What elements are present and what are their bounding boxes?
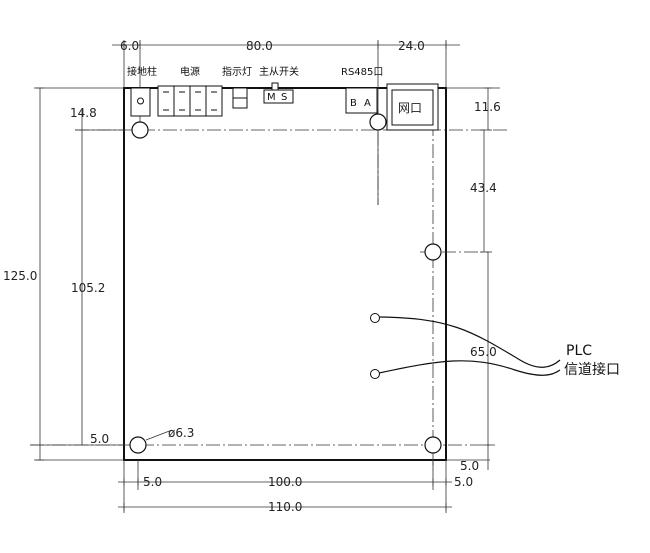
indicator-light (232, 87, 248, 109)
dim-bottom-right-offset: 5.0 (454, 475, 473, 489)
dim-hole-diameter: ø6.3 (168, 426, 194, 440)
mounting-hole-bottom-left (129, 436, 147, 454)
dim-right-top: 11.6 (474, 100, 501, 114)
mounting-hole-bottom-right (424, 436, 442, 454)
power-terminal (157, 85, 223, 117)
plc-pin-2 (370, 369, 380, 379)
plc-label: PLC (566, 343, 592, 359)
mounting-hole-right (424, 243, 442, 261)
switch-label: 主从开关 (259, 65, 299, 78)
dim-left-total-height: 125.0 (3, 269, 37, 283)
plc-wires (378, 316, 561, 376)
board-outline (123, 87, 447, 461)
ground-post-label: 接地柱 (127, 65, 157, 78)
dim-top-right-span: 24.0 (398, 39, 425, 53)
switch-label-s: S (281, 92, 287, 103)
dim-left-bottom: 5.0 (90, 432, 109, 446)
master-slave-switch (263, 82, 294, 104)
dim-right-plc: 65.0 (470, 345, 497, 359)
rs485-label-a: A (364, 98, 371, 109)
dim-bottom-total-width: 110.0 (268, 500, 302, 514)
indicator-label: 指示灯 (222, 65, 252, 78)
network-port-label: 网口 (398, 101, 422, 115)
dim-top-span: 80.0 (246, 39, 273, 53)
rs485-port (345, 87, 378, 114)
rs485-label: RS485口 (341, 67, 383, 78)
mounting-hole-top-right (369, 113, 387, 131)
mounting-hole-top-left (131, 121, 149, 139)
ground-post (130, 87, 151, 117)
plc-interface-label: 信道接口 (564, 361, 620, 378)
dim-right-bottom: 5.0 (460, 459, 479, 473)
plc-pin-1 (370, 313, 380, 323)
rs485-label-b: B (350, 98, 357, 109)
switch-label-m: M (267, 92, 276, 103)
dim-bottom-left-offset: 5.0 (143, 475, 162, 489)
network-port (386, 83, 439, 131)
dim-bottom-span: 100.0 (268, 475, 302, 489)
dim-top-left-offset: 6.0 (120, 39, 139, 53)
dim-left-top: 14.8 (70, 106, 97, 120)
dim-left-inner-height: 105.2 (71, 281, 105, 295)
dim-right-mid: 43.4 (470, 181, 497, 195)
ground-post-hole (137, 97, 144, 105)
diameter-leader (145, 429, 173, 441)
power-label: 电源 (180, 65, 200, 78)
